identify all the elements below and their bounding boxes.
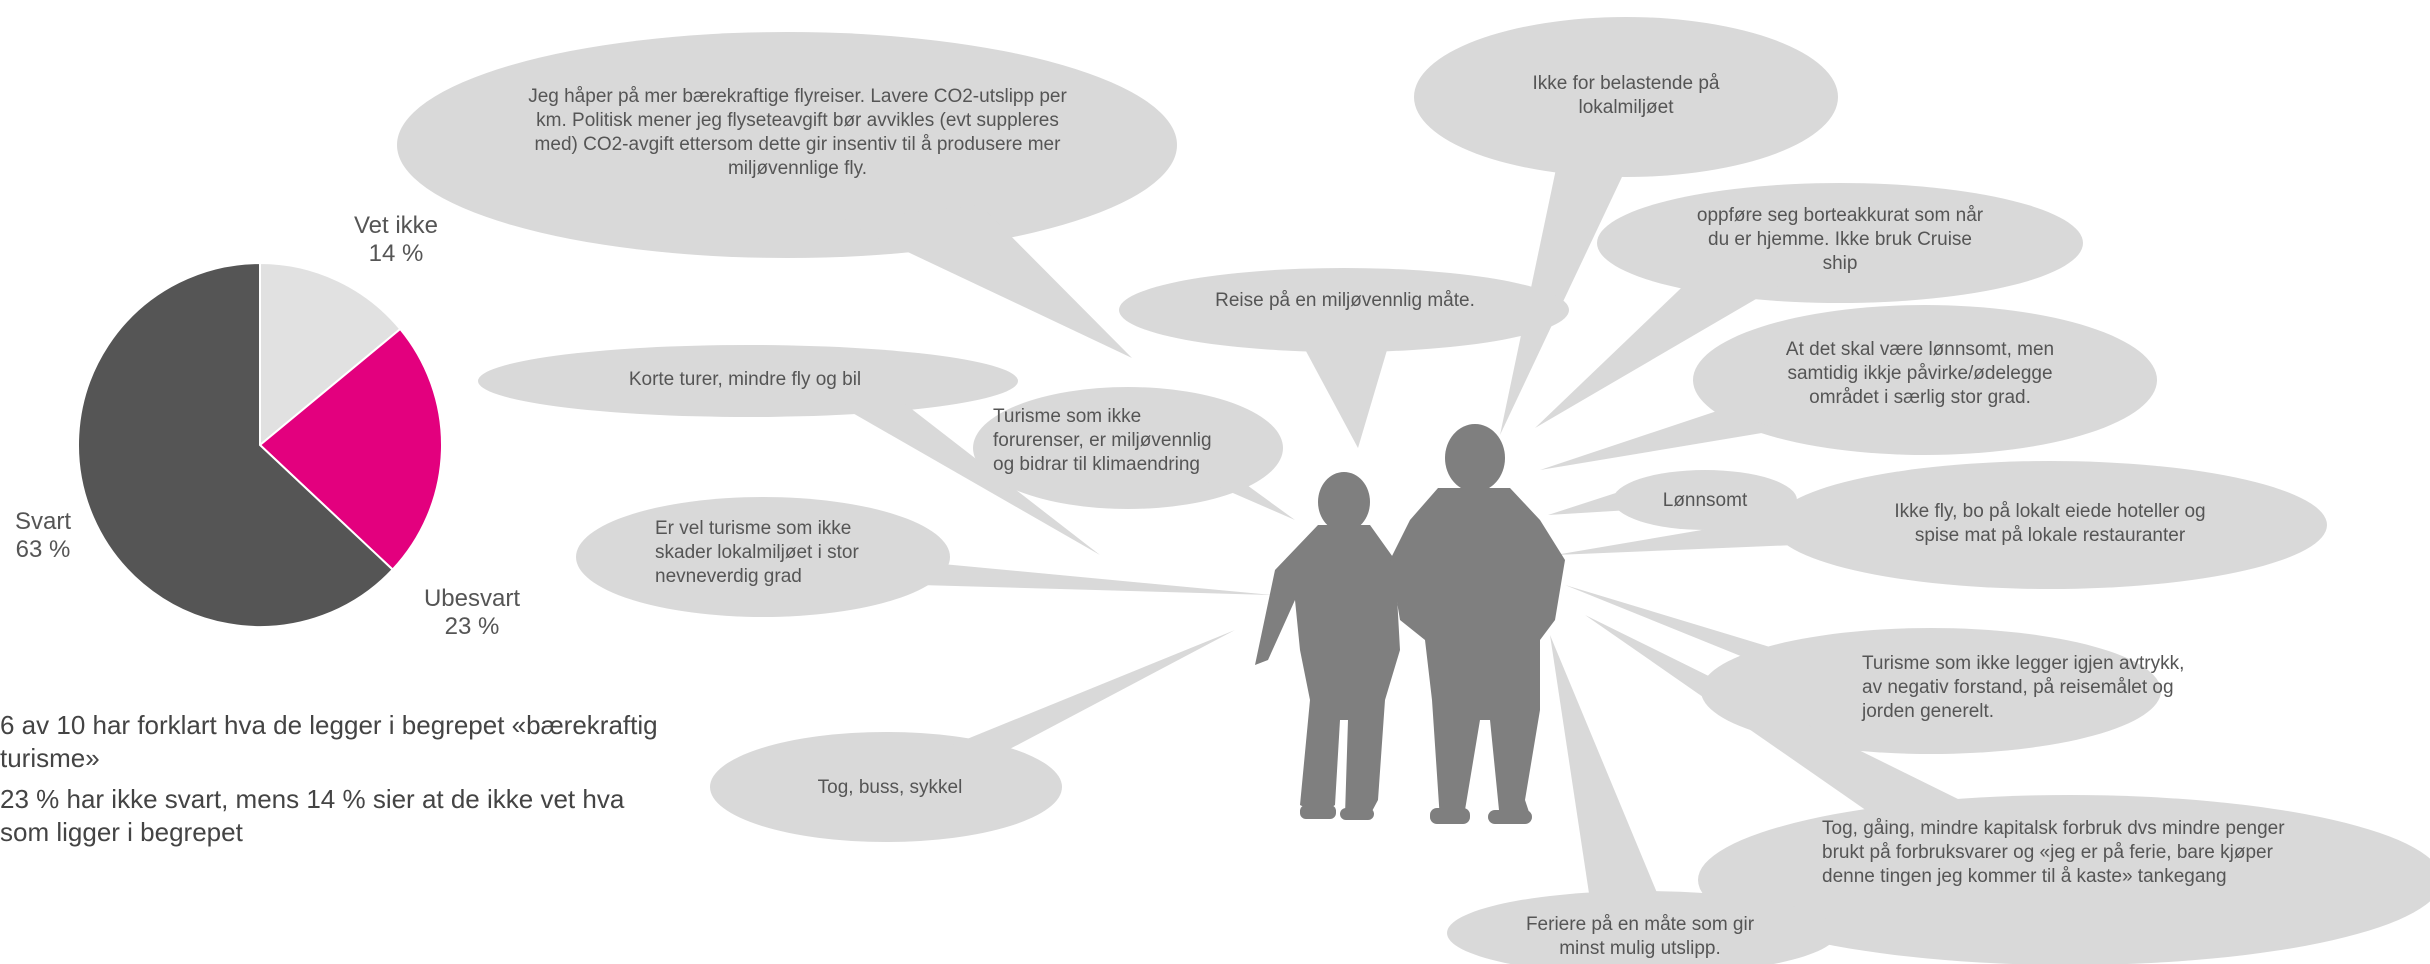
quote-6: Turisme som ikke forurenser, er miljøven… [993,406,1212,475]
speech-bubble-6 [973,387,1295,520]
quote-4: Reise på en miljøvennlig måte. [1215,290,1475,311]
speech-bubble-4 [1119,268,1569,448]
quote-3: oppføre seg borteakkurat som når du er h… [1696,205,1984,274]
person-left [1255,472,1400,820]
quote-13: Tog, gåing, mindre kapitalsk forbruk dvs… [1822,818,2285,887]
speech-bubble-13 [1585,615,2430,964]
quote-10: Er vel turisme som ikke skader lokalmilj… [655,518,859,587]
quote-7: At det skal være lønnsomt, men samtidig … [1785,339,2055,408]
people-silhouette-icon [1255,424,1565,824]
quote-5: Korte turer, mindre fly og bil [628,369,862,390]
bullet-item: 23 % har ikke svart, mens 14 % sier at d… [0,783,672,849]
speech-bubble-9 [1555,461,2327,589]
speech-bubble-12 [710,630,1235,842]
quote-14: Feriere på en måte som gir minst mulig u… [1525,914,1755,959]
speech-bubble-3 [1535,183,2083,428]
pie-chart [77,261,443,628]
quote-12: Tog, buss, sykkel [817,777,963,798]
bullet-item: 6 av 10 har forklart hva de legger i beg… [0,709,672,775]
speech-bubble-8 [1548,470,1797,530]
quote-2: Ikke for belastende på lokalmiljøet [1532,73,1720,118]
person-right [1390,424,1565,824]
pie-slice-vet-ikke [259,261,402,448]
speech-bubble-1 [397,32,1177,358]
quote-8: Lønnsomt [1662,490,1748,511]
summary-bullets: 6 av 10 har forklart hva de legger i beg… [0,709,672,857]
speech-bubble-2 [1414,17,1838,435]
speech-bubble-11 [1565,585,2161,754]
speech-bubble-5 [478,345,1100,555]
quote-9: Ikke fly, bo på lokalt eiede hoteller og… [1894,501,2206,546]
quote-1: Jeg håper på mer bærekraftige flyreiser.… [528,86,1067,179]
pie-slice-ubesvart [258,327,443,572]
speech-bubble-7 [1540,305,2157,470]
speech-bubble-14 [1447,635,1837,964]
speech-bubble-10 [576,497,1272,617]
quote-11: Turisme som ikke legger igjen avtrykk, a… [1862,653,2185,722]
pie-slice-svart [77,261,395,628]
